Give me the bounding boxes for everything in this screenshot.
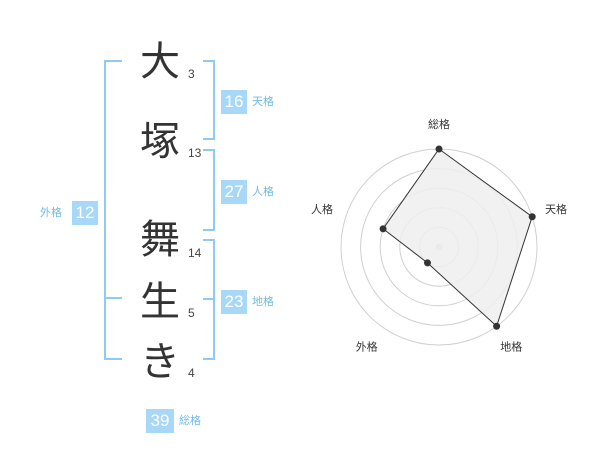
name-char-2: 塚 bbox=[140, 119, 180, 165]
soukaku-value: 39 bbox=[146, 409, 174, 433]
name-char-3: 舞 bbox=[140, 217, 180, 263]
jinkaku-value: 27 bbox=[221, 180, 247, 204]
radar-axis-label-5: 人格 bbox=[311, 202, 333, 216]
gaikaku-value: 12 bbox=[72, 201, 98, 225]
radar-axis-label-2: 天格 bbox=[545, 202, 567, 216]
radar-axis-label-3: 地格 bbox=[500, 340, 522, 354]
gaikaku-bracket bbox=[104, 60, 122, 360]
jinkaku-label: 人格 bbox=[252, 185, 274, 198]
stroke-count-5: 4 bbox=[188, 366, 195, 380]
radar-point-1 bbox=[435, 145, 443, 153]
jinkaku-bracket bbox=[203, 149, 215, 231]
radar-point-2 bbox=[528, 213, 536, 221]
radar-point-4 bbox=[423, 259, 431, 267]
name-char-4: 生 bbox=[140, 279, 180, 325]
radar-data-polygon bbox=[382, 148, 533, 328]
stroke-count-1: 3 bbox=[188, 67, 195, 81]
name-char-5: き bbox=[140, 339, 180, 385]
gaikaku-label: 外格 bbox=[40, 206, 62, 219]
stroke-count-3: 14 bbox=[188, 246, 202, 260]
tenkaku-label: 天格 bbox=[252, 95, 274, 108]
chikaku-label: 地格 bbox=[252, 295, 274, 308]
stroke-count-4: 5 bbox=[188, 306, 195, 320]
radar-axis-label-1: 総格 bbox=[428, 117, 450, 131]
name-char-1: 大 bbox=[140, 39, 180, 85]
chikaku-value: 23 bbox=[221, 290, 247, 314]
tenkaku-bracket bbox=[203, 60, 215, 140]
tenkaku-value: 16 bbox=[221, 90, 247, 114]
radar-point-5 bbox=[379, 225, 387, 233]
radar-point-3 bbox=[493, 322, 501, 330]
soukaku-label: 総格 bbox=[179, 414, 201, 427]
radar-axis-label-4: 外格 bbox=[356, 340, 378, 354]
stroke-count-2: 13 bbox=[188, 146, 202, 160]
